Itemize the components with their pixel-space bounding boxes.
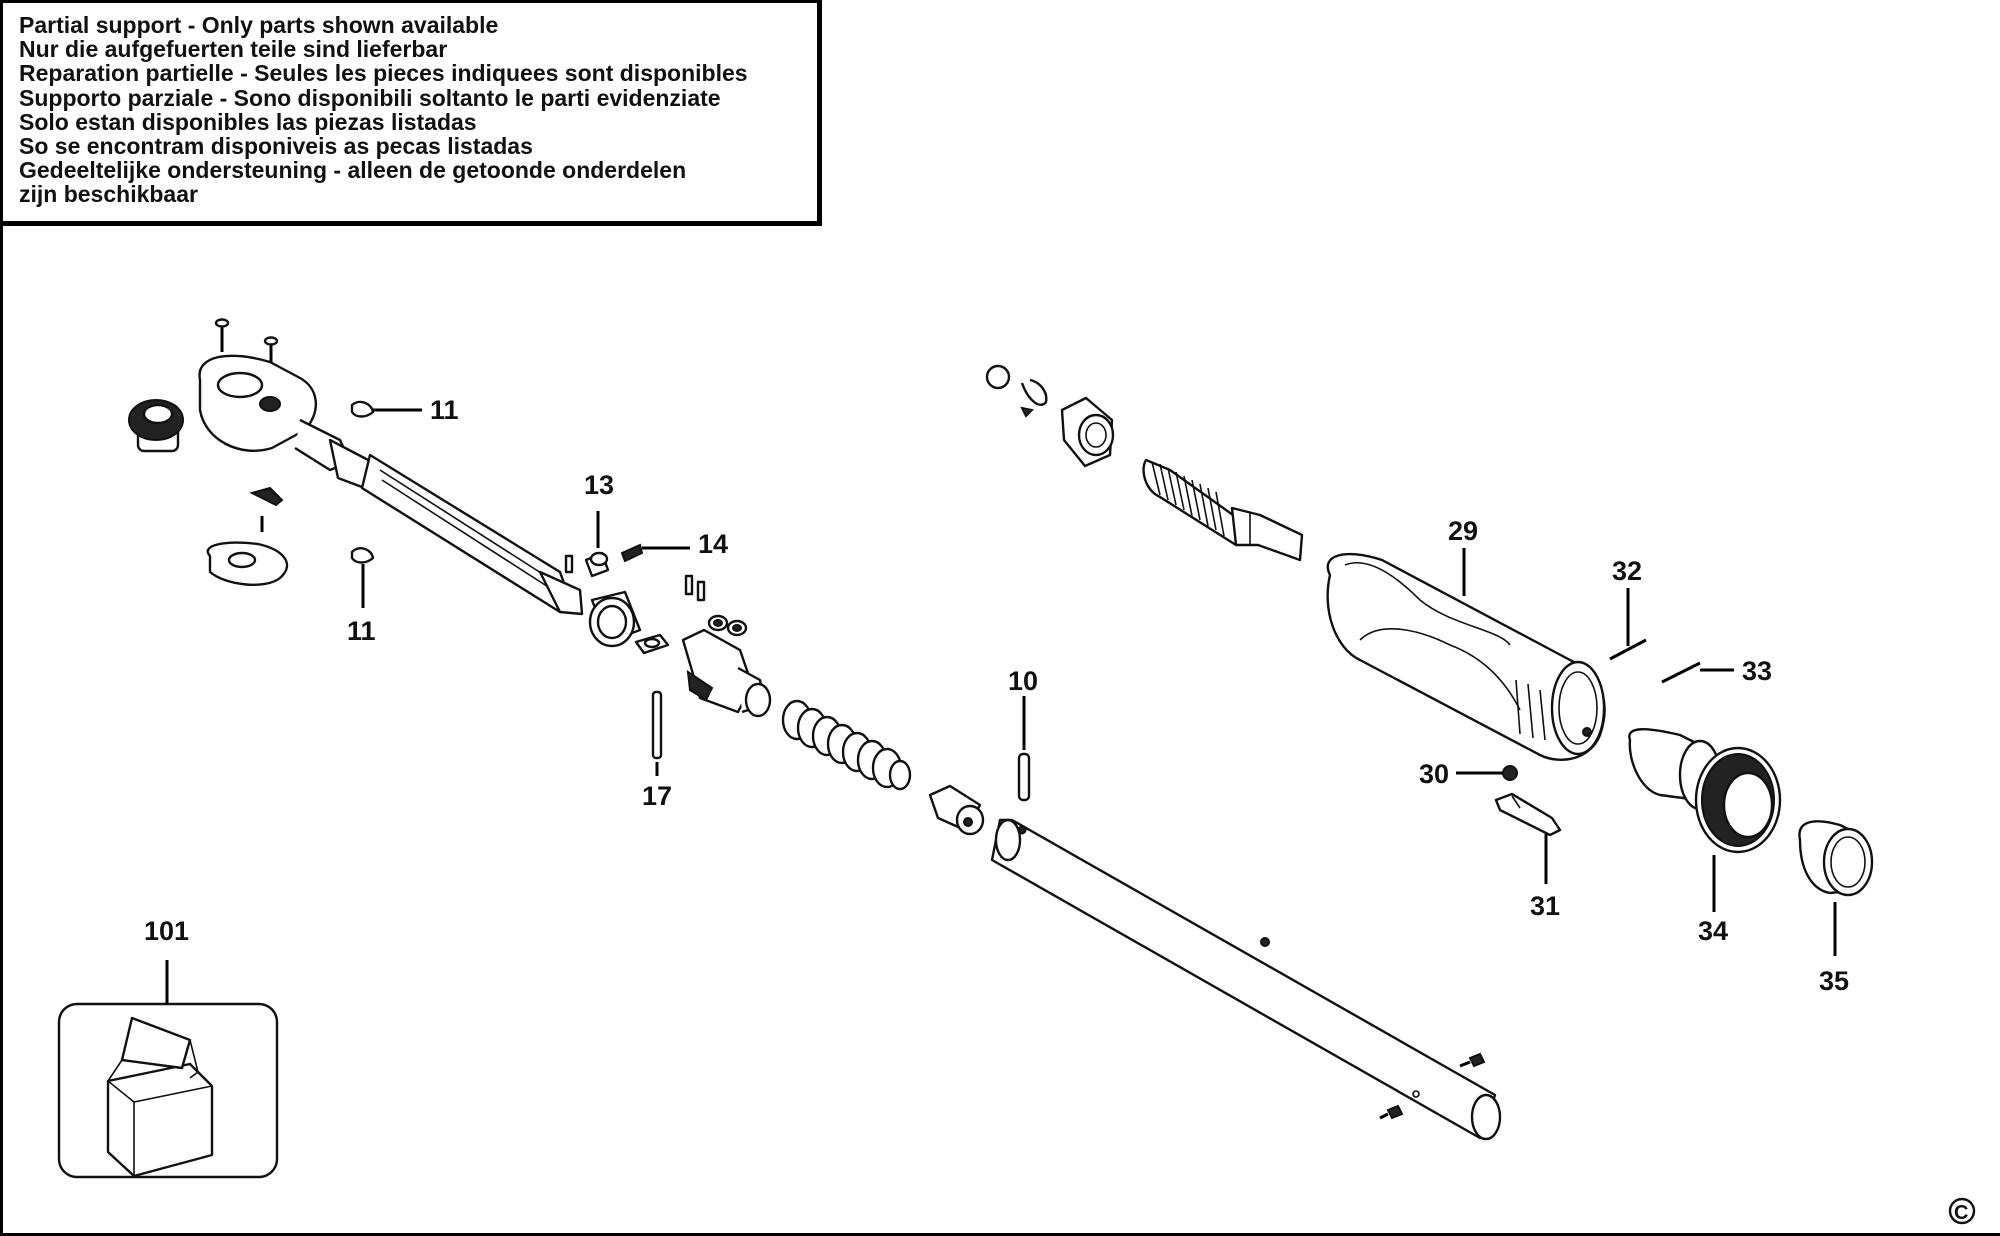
ratchet-head-group [128, 318, 584, 616]
part-13-bushing [584, 551, 610, 578]
notice-line-en: Partial support - Only parts shown avail… [19, 12, 499, 38]
callout-32: 32 [1612, 556, 1642, 586]
adjust-screw [1142, 458, 1304, 562]
part-30-grub-screw [1502, 765, 1518, 781]
ratchet-neck [328, 438, 584, 616]
notice-line-nl: Gedeeltelijke ondersteuning - alleen de … [19, 157, 687, 184]
copyright-mark: C [1948, 1197, 1976, 1225]
callout-11-upper: 11 [430, 395, 459, 425]
bushing-ring [588, 590, 642, 648]
handle-tube [990, 818, 1502, 1141]
cover-plate [206, 541, 289, 586]
callout-31: 31 [1530, 891, 1560, 921]
threaded-nut [1060, 396, 1115, 468]
callout-101: 101 [144, 916, 189, 946]
callout-29: 29 [1448, 516, 1478, 546]
notice-line-nl-cont: zijn beschikbaar [19, 181, 198, 208]
callout-14: 14 [698, 529, 728, 559]
spring-clip-11-lower [350, 547, 375, 564]
tube-screw-1 [1459, 1052, 1486, 1068]
part-29-grip [1326, 552, 1606, 762]
callout-17: 17 [642, 781, 672, 811]
notice-line-it: Supporto parziale - Sono disponibili sol… [19, 84, 721, 111]
callout-33: 33 [1742, 656, 1772, 686]
notice-line-pt: So se encontram disponiveis as pecas lis… [19, 133, 533, 160]
part-14-spring [620, 543, 644, 563]
plunger [928, 784, 985, 836]
steel-ball [985, 364, 1011, 390]
circlip [1020, 378, 1048, 418]
part-33-pin [1661, 661, 1701, 684]
callout-35: 35 [1819, 966, 1849, 996]
part-101-box-frame [57, 1002, 279, 1179]
small-nut [634, 633, 670, 655]
head-screw-1 [214, 318, 230, 352]
adapter-block [681, 628, 772, 718]
copyright-letter: C [1954, 1202, 1968, 1224]
callout-10: 10 [1008, 666, 1038, 696]
callout-30: 30 [1419, 759, 1449, 789]
small-pin-a [564, 554, 574, 574]
partial-support-notice: Partial support - Only parts shown avail… [0, 0, 822, 226]
spring-clip-11-upper [350, 400, 375, 418]
pin-b [684, 574, 694, 596]
nuts-pair [707, 614, 748, 637]
part-17-pin [651, 690, 663, 760]
ratchet-head-body [198, 354, 352, 472]
notice-line-es: Solo estan disponibles las piezas listad… [19, 108, 477, 135]
pawl-part [249, 486, 284, 507]
pin-c [696, 580, 706, 602]
part-34-knob [1628, 728, 1782, 854]
notice-line-fr: Reparation partielle - Seules les pieces… [19, 60, 748, 87]
drive-square-knob [128, 399, 184, 453]
notice-line-de: Nur die aufgefuerten teile sind lieferba… [19, 36, 448, 63]
part-10-pin [1017, 752, 1031, 802]
callout-11-lower: 11 [347, 616, 376, 646]
part-35-end-cap [1798, 820, 1874, 897]
tube-screw-2 [1379, 1104, 1404, 1120]
part-32-pin [1609, 638, 1647, 661]
main-spring [781, 699, 912, 791]
part-31-latch [1494, 792, 1562, 837]
callout-13: 13 [584, 470, 614, 500]
callout-34: 34 [1698, 916, 1728, 946]
